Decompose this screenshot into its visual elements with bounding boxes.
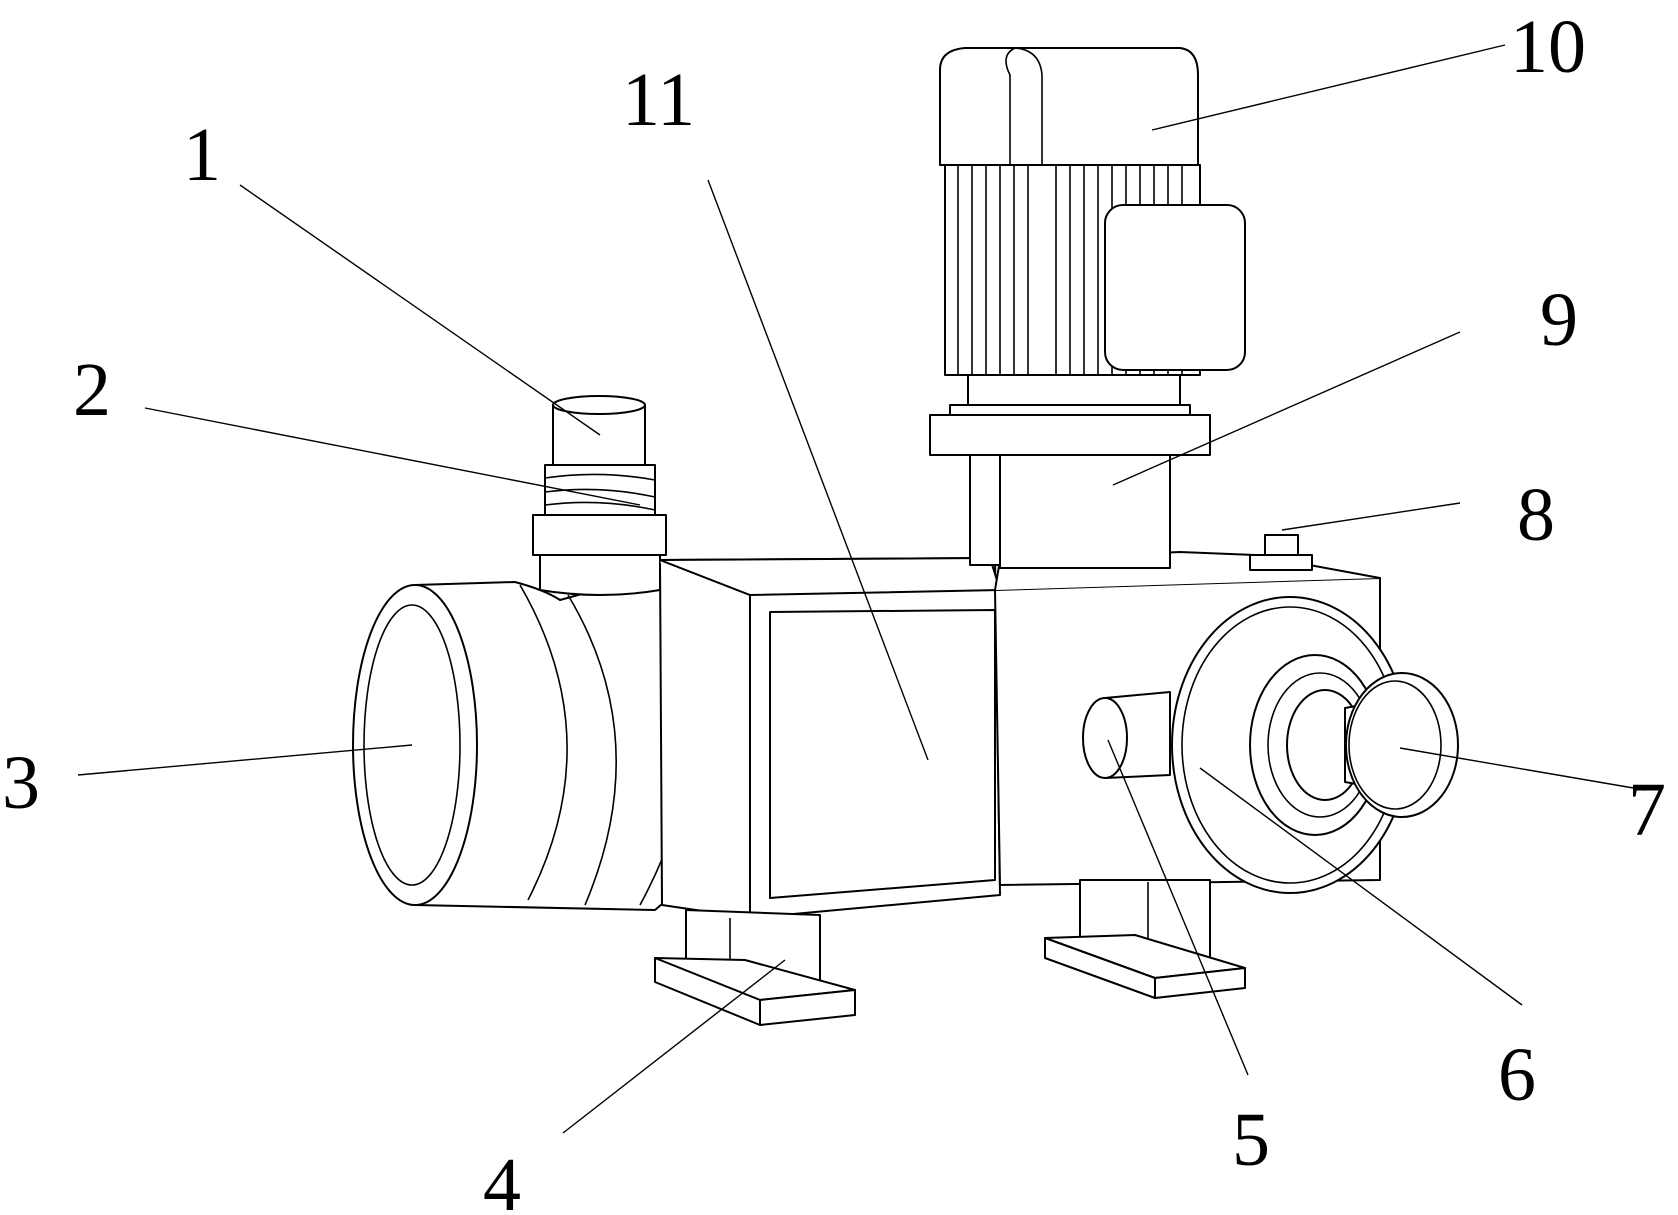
- leader-5: [1107, 739, 1249, 1076]
- callout-10: 10: [1510, 5, 1586, 89]
- leader-lines: [77, 44, 1646, 1134]
- right-foot: [1044, 879, 1246, 999]
- leader-10: [1151, 44, 1506, 131]
- leader-7: [1399, 747, 1646, 791]
- leader-9: [1112, 331, 1461, 486]
- callout-7: 7: [1628, 768, 1666, 852]
- callout-8: 8: [1517, 473, 1555, 557]
- callout-labels: 1 2 3 4 5 6 7 8 9 10 11: [2, 5, 1666, 1215]
- callout-5: 5: [1232, 1098, 1270, 1182]
- adjustment-knob: [1344, 672, 1459, 818]
- motor-bracket: [929, 404, 1211, 569]
- side-shaft: [1082, 691, 1171, 779]
- top-nozzle: [532, 395, 667, 596]
- leader-2: [144, 407, 641, 506]
- leader-11: [707, 179, 929, 761]
- callout-11: 11: [622, 58, 695, 142]
- callout-1: 1: [183, 113, 221, 197]
- callout-4: 4: [483, 1143, 521, 1215]
- callout-9: 9: [1540, 278, 1578, 362]
- callout-2: 2: [73, 348, 111, 432]
- inlet-cylinder: [352, 571, 726, 911]
- leader-6: [1199, 767, 1523, 1006]
- leader-3: [77, 744, 413, 776]
- left-foot: [654, 909, 856, 1026]
- top-stud: [1249, 534, 1313, 571]
- callout-6: 6: [1498, 1033, 1536, 1117]
- main-body: [659, 557, 1001, 919]
- leader-4: [562, 959, 786, 1134]
- callout-3: 3: [2, 741, 40, 825]
- leader-8: [1281, 502, 1461, 531]
- motor: [939, 47, 1246, 406]
- leader-1: [239, 184, 601, 436]
